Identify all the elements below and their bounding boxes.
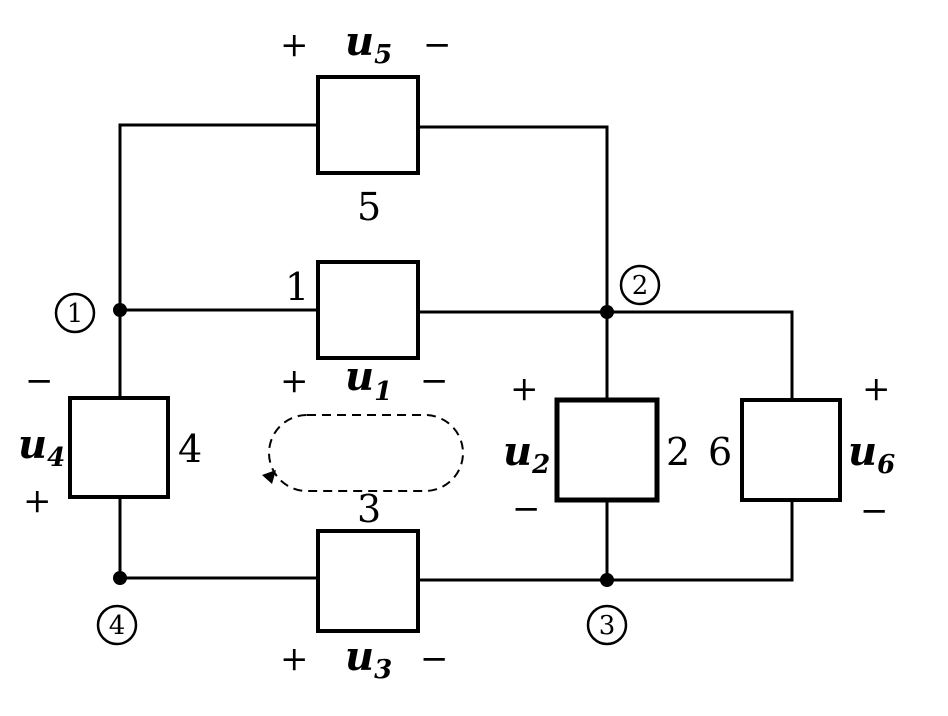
node-2-label-text: 2 (632, 271, 649, 301)
e3-minus: − (420, 639, 449, 679)
element-1-box (316, 260, 420, 360)
e6-minus: − (860, 491, 889, 531)
element-6-box (740, 398, 842, 502)
e2-voltage: u2 (503, 428, 550, 480)
node-2-label: 2 (619, 264, 661, 306)
e5-minus: − (423, 25, 452, 65)
wire-top-loop (118, 123, 320, 400)
element-2-box (554, 397, 660, 503)
e3-number: 3 (357, 487, 381, 531)
e5-plus: + (280, 25, 309, 65)
node-1-dot (113, 303, 127, 317)
e2-plus: + (510, 369, 539, 409)
node-2-dot (600, 305, 614, 319)
e4-minus: − (25, 361, 54, 401)
node-1-label: 1 (54, 292, 96, 334)
wires (118, 123, 794, 582)
e4-voltage: u4 (18, 421, 65, 473)
node-4-label: 4 (96, 604, 138, 646)
e4-number: 4 (178, 427, 202, 471)
e6-plus: + (862, 369, 891, 409)
wire-top-right (416, 125, 609, 314)
e3-plus: + (280, 639, 309, 679)
e4-plus: + (23, 481, 52, 521)
node-4-dot (113, 571, 127, 585)
node-1-label-text: 1 (67, 299, 84, 329)
e6-voltage: u6 (848, 428, 895, 480)
element-3-box (316, 529, 420, 633)
element-5-box (316, 75, 420, 175)
node-3-label-text: 3 (599, 611, 616, 641)
e5-voltage: u5 (345, 18, 392, 70)
e1-voltage: u1 (345, 353, 392, 407)
dashed-loop (268, 414, 464, 492)
e1-minus: − (420, 361, 449, 401)
e1-number: 1 (285, 265, 309, 309)
wire-node3-e6 (605, 498, 794, 582)
e2-minus: − (512, 489, 541, 529)
e2-number: 2 (666, 430, 690, 474)
node-4-label-text: 4 (109, 611, 126, 641)
wire-node2-e6 (605, 310, 794, 402)
node-3-label: 3 (586, 604, 628, 646)
e5-number: 5 (357, 185, 381, 229)
e6-number: 6 (708, 430, 732, 474)
loop-arrow-icon (262, 470, 276, 484)
element-4-box (68, 396, 170, 499)
loop-direction-indicator (262, 414, 464, 492)
e1-plus: + (280, 361, 309, 401)
e3-voltage: u3 (345, 633, 392, 685)
node-3-dot (600, 573, 614, 587)
